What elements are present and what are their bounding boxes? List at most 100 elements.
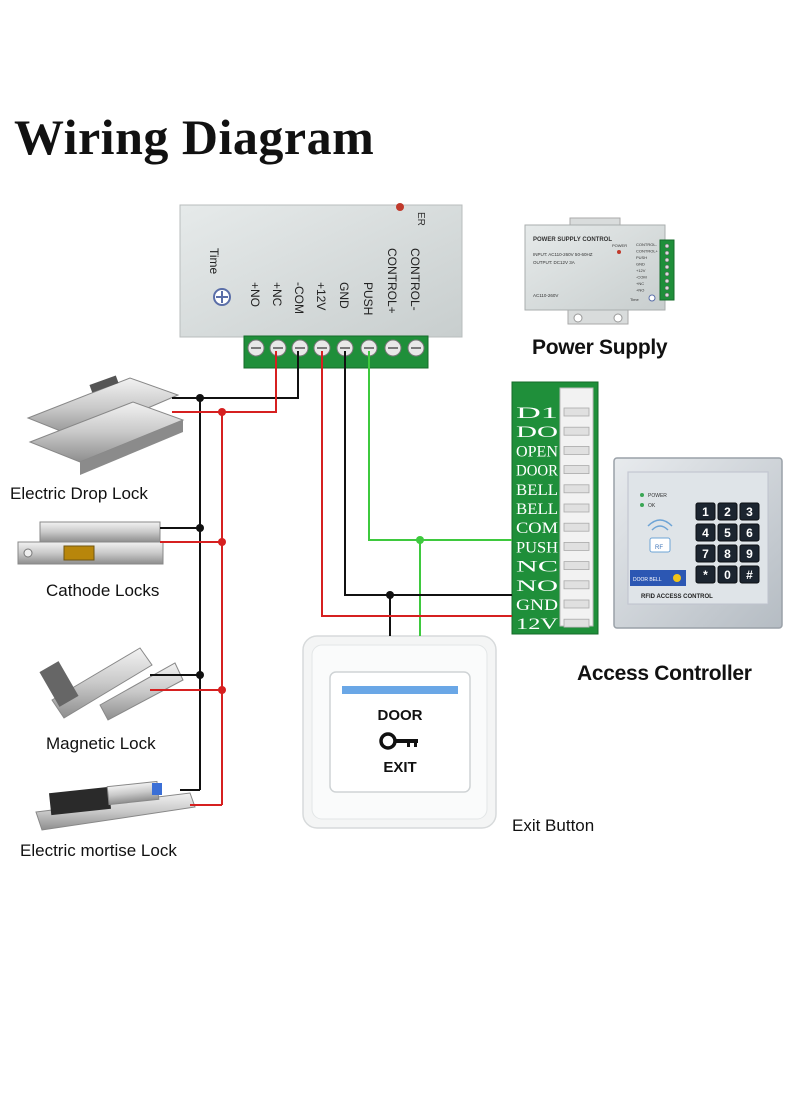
- lock-label-magnetic: Magnetic Lock: [46, 734, 156, 753]
- lock-label-cathode: Cathode Locks: [46, 581, 160, 600]
- key-icon: [379, 732, 418, 750]
- ac-pin-3: [563, 465, 590, 475]
- keypad-key-label-5: 6: [746, 526, 753, 540]
- terminal-label-4: GND: [337, 282, 351, 309]
- exit-button-light-strip: [342, 686, 458, 694]
- ac-terminal-label-9: NO: [516, 578, 558, 595]
- wire-12v: [321, 351, 512, 617]
- ps-mini-power: POWER: [612, 243, 627, 248]
- wires: [150, 351, 512, 806]
- ac-terminal-label-0: D1: [516, 405, 558, 422]
- terminal-label-1: +NC: [270, 282, 284, 307]
- ps-mini-terminal-5: -COM: [636, 275, 647, 280]
- ps-mini-ac: AC110-260V: [533, 293, 558, 298]
- top-cut-text: ER: [415, 212, 426, 226]
- ac-terminal-label-2: OPEN: [516, 443, 558, 460]
- terminal-label-5: PUSH: [361, 282, 375, 315]
- ps-mini-terminal-1: CONTROL+: [636, 249, 659, 254]
- terminal-label-2: -COM: [292, 282, 306, 314]
- rf-badge: RF: [655, 545, 663, 551]
- ac-terminal-label-7: PUSH: [516, 539, 558, 556]
- keypad-key-label-0: 1: [702, 505, 709, 519]
- junction-dots: [196, 394, 424, 694]
- led-power-label: POWER: [648, 493, 667, 499]
- keypad-key-0: [695, 502, 716, 521]
- ac-terminal-label-1: DO: [516, 424, 558, 441]
- timer-label: Time: [207, 248, 221, 275]
- keypad-key-6: [695, 544, 716, 563]
- keypad-key-label-1: 2: [724, 505, 731, 519]
- ac-pin-4: [563, 484, 590, 494]
- keypad-key-label-2: 3: [746, 505, 753, 519]
- ps-mini-terminal-3: GND: [636, 262, 645, 267]
- indicator-led: [396, 203, 404, 211]
- ac-terminal-label-8: NC: [516, 559, 558, 576]
- ac-pin-2: [563, 445, 590, 455]
- keypad-key-label-6: 7: [702, 547, 709, 561]
- wire-push: [368, 351, 512, 541]
- magnetic-lock-image: [39, 647, 184, 721]
- ac-terminal-label-3: DOOR: [516, 463, 558, 480]
- keypad-key-label-7: 8: [724, 547, 731, 561]
- keypad-key-2: [739, 502, 760, 521]
- ps-mini-terminal-2: PUSH: [636, 255, 647, 260]
- ac-pin-1: [563, 426, 590, 436]
- keypad-footer: RFID ACCESS CONTROL: [641, 594, 713, 600]
- ac-terminal-label-4: BELL: [516, 482, 558, 499]
- ps-mini-terminal-4: +12V: [636, 268, 646, 273]
- ps-mini-output: OUTPUT: DC12V 3A: [533, 260, 575, 265]
- keypad-key-label-11: #: [746, 568, 753, 582]
- wire-com-bus: [199, 351, 299, 790]
- wire-gnd: [344, 351, 512, 596]
- ac-pin-0: [563, 407, 590, 417]
- ps-mini-time: Time: [630, 297, 640, 302]
- exit-button-exit-text: EXIT: [383, 759, 416, 776]
- keypad-key-8: [739, 544, 760, 563]
- ac-terminal-label-6: COM: [516, 520, 558, 537]
- ps-mini-title: POWER SUPPLY CONTROL: [533, 237, 612, 243]
- keypad-key-label-4: 5: [724, 526, 731, 540]
- keypad-key-10: [717, 565, 738, 584]
- terminal-label-3: +12V: [314, 282, 328, 310]
- keypad-key-label-10: 0: [724, 568, 731, 582]
- keypad-key-11: [739, 565, 760, 584]
- exit-button-label: Exit Button: [512, 816, 595, 835]
- keypad-key-label-3: 4: [702, 526, 709, 540]
- led-ok-label: OK: [648, 503, 656, 509]
- ac-pin-9: [563, 580, 590, 590]
- lock-label-drop: Electric Drop Lock: [10, 484, 148, 503]
- bell-icon: [673, 574, 681, 582]
- exit-button-door-text: DOOR: [378, 707, 423, 724]
- ps-mini-terminal-0: CONTROL-: [636, 242, 658, 247]
- exit-button-device: DOOR EXIT: [302, 635, 497, 829]
- keypad-key-7: [717, 544, 738, 563]
- terminal-label-7: CONTROL-: [408, 248, 422, 311]
- ps-mini-terminal-6: +NC: [636, 281, 644, 286]
- keypad-key-5: [739, 523, 760, 542]
- terminal-label-0: +NO: [248, 282, 262, 307]
- ac-pin-7: [563, 542, 590, 551]
- ac-terminal-label-10: GND: [516, 597, 558, 614]
- power-supply-label: Power Supply: [532, 336, 668, 359]
- doorbell-label: DOOR BELL: [633, 577, 662, 583]
- cathode-lock-image: [17, 521, 164, 565]
- page-title: Wiring Diagram: [14, 109, 375, 165]
- ac-pin-8: [563, 561, 590, 570]
- ac-pin-11: [563, 618, 590, 628]
- ac-pin-5: [563, 503, 590, 513]
- power-supply-unit: POWER SUPPLY CONTROL INPUT: AC110-260V 5…: [524, 217, 675, 325]
- electric-drop-lock-image: [26, 375, 185, 475]
- ac-terminal-label-11: 12V: [516, 616, 559, 633]
- wire-nc-bus: [221, 351, 277, 805]
- keypad-key-3: [695, 523, 716, 542]
- ac-terminal-label-5: BELL: [516, 501, 558, 518]
- lock-label-mortise: Electric mortise Lock: [20, 841, 177, 860]
- keypad-key-label-9: *: [703, 568, 708, 582]
- ps-mini-terminal-7: +NO: [636, 288, 644, 293]
- access-controller-label: Access Controller: [577, 662, 752, 685]
- keypad-key-1: [717, 502, 738, 521]
